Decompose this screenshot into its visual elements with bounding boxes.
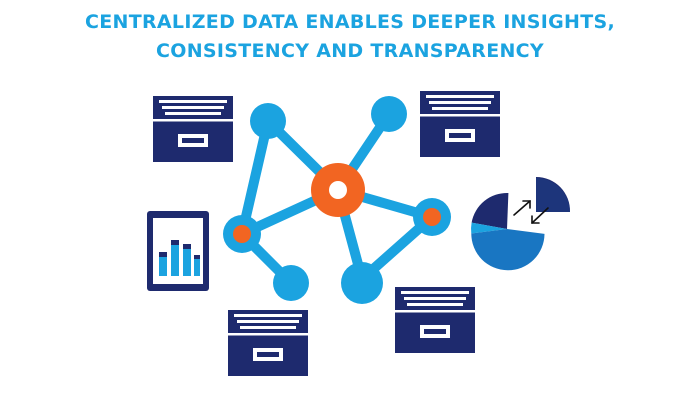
pie-chart-icon [471,176,571,271]
pie-slice [471,192,509,229]
network-hub-center [329,181,347,199]
file-cabinet-icon [228,310,308,376]
network-hub-icon [223,96,451,304]
headline-line-1: CENTRALIZED DATA ENABLES DEEPER INSIGHTS… [85,11,615,33]
pie-slice [471,229,545,271]
pie-slice-exploded [536,176,571,212]
file-cabinet-icon [153,96,233,162]
network-node [250,103,286,139]
headline-line-2: CONSISTENCY AND TRANSPARENCY [156,40,544,62]
network-node [371,96,407,132]
file-cabinet-icon [420,91,500,157]
pie-slice [471,222,507,234]
network-node-secondary-core [233,225,251,243]
exchange-arrows-icon [513,200,549,224]
file-cabinet-icon [395,287,475,353]
network-node [273,265,309,301]
bar-chart-tablet-icon [147,211,209,291]
network-node-secondary-core [423,208,441,226]
network-node [341,262,383,304]
headline: CENTRALIZED DATA ENABLES DEEPER INSIGHTS… [0,8,700,66]
pie-slice-exploded [536,178,570,212]
